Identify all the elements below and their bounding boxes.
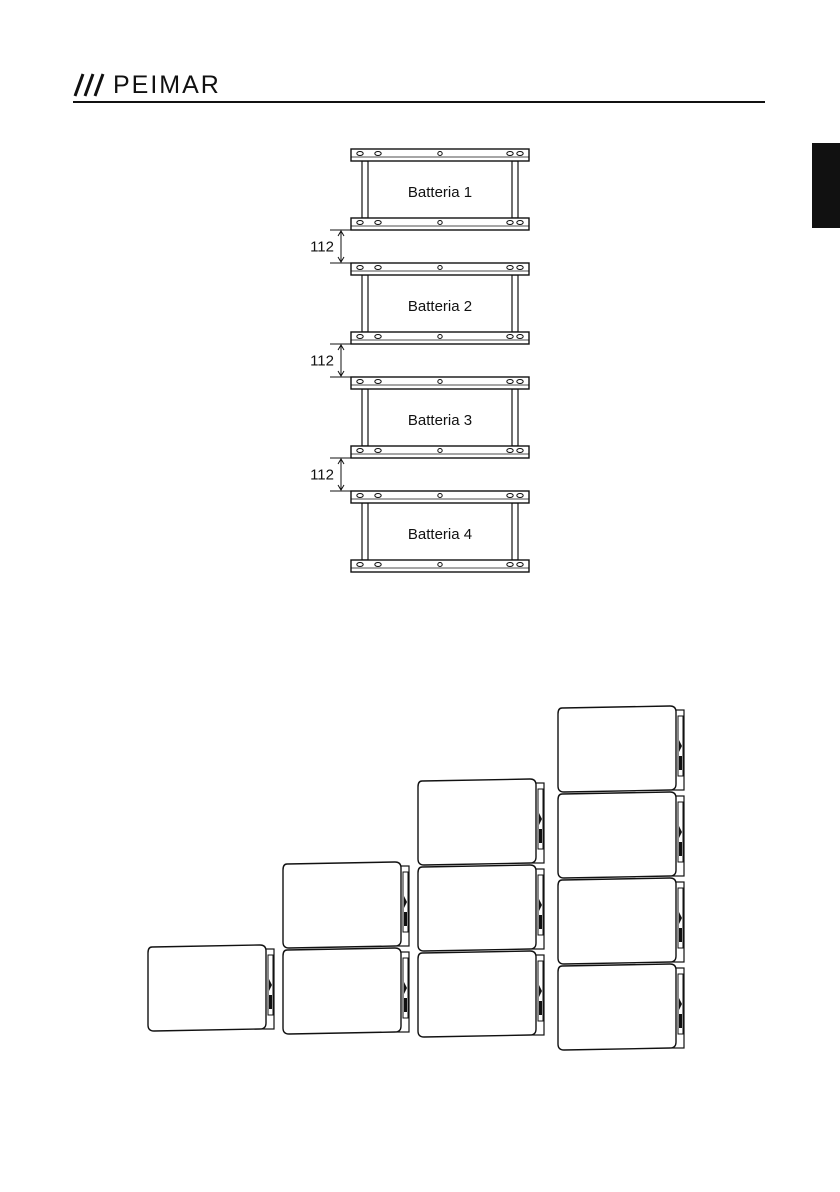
- battery-module: [418, 865, 544, 951]
- stack-configuration: [418, 779, 544, 1037]
- battery-module: [418, 779, 544, 865]
- battery-module: [558, 792, 684, 878]
- stack-configuration: [558, 706, 684, 1050]
- battery-module: [283, 862, 409, 948]
- stack-configuration: [148, 945, 274, 1031]
- battery-module: [283, 948, 409, 1034]
- battery-module: [558, 878, 684, 964]
- battery-module: [558, 706, 684, 792]
- stack-configuration: [283, 862, 409, 1034]
- battery-module: [558, 964, 684, 1050]
- battery-module: [418, 951, 544, 1037]
- battery-module: [148, 945, 274, 1031]
